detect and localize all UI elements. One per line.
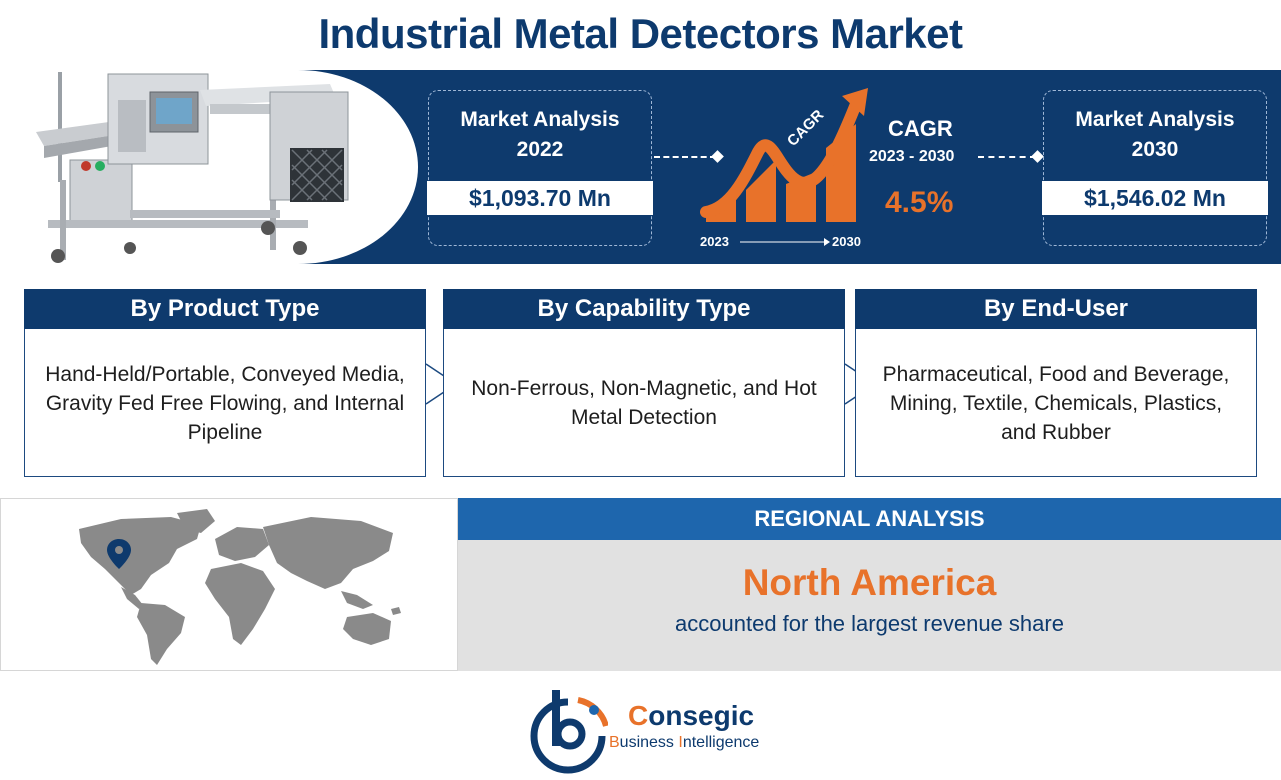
segment-body: Pharmaceutical, Food and Beverage, Minin… [882, 362, 1230, 444]
chart-start-year: 2023 [700, 234, 729, 249]
logo-tagline: Business Intelligence [609, 734, 760, 751]
market-2030-box: Market Analysis 2030 $1,546.02 Mn [1042, 90, 1268, 246]
leading-region: North America [742, 562, 997, 603]
cagr-arrow-label: CAGR [784, 106, 827, 149]
world-map-icon [79, 509, 401, 665]
regional-analysis-header: REGIONAL ANALYSIS [458, 498, 1281, 540]
segment-title: By Product Type [24, 289, 426, 329]
logo-wordmark: Consegic [628, 700, 755, 731]
segment-card-capability-type: By Capability Type Non-Ferrous, Non-Magn… [443, 289, 845, 477]
market-2030-label: Market Analysis 2030 [1075, 108, 1235, 161]
regional-analysis-panel: REGIONAL ANALYSIS North America accounte… [458, 498, 1281, 671]
cagr-value: 4.5% [885, 186, 954, 219]
cagr-title: CAGR [888, 116, 953, 141]
page-title: Industrial Metal Detectors Market [318, 10, 963, 57]
market-2022-box: Market Analysis 2022 $1,093.70 Mn [427, 90, 653, 246]
location-pin-icon [107, 539, 131, 569]
cagr-growth-icon: CAGR 2023 2030 [700, 88, 868, 249]
connector-left [654, 156, 716, 158]
segment-title: By Capability Type [443, 289, 845, 329]
cagr-years: 2023 - 2030 [869, 148, 955, 165]
market-2030-value: $1,546.02 Mn [1042, 181, 1268, 215]
metal-detector-machine-icon [36, 72, 349, 263]
segment-body: Non-Ferrous, Non-Magnetic, and Hot Metal… [471, 377, 817, 429]
market-2022-value: $1,093.70 Mn [427, 181, 653, 215]
market-2022-label: Market Analysis 2022 [460, 108, 620, 161]
consegic-logo-icon [530, 690, 608, 774]
segment-card-end-user: By End-User Pharmaceutical, Food and Bev… [855, 289, 1257, 477]
leading-region-subtitle: accounted for the largest revenue share [675, 611, 1064, 636]
chart-end-year: 2030 [832, 234, 861, 249]
segment-card-product-type: By Product Type Hand-Held/Portable, Conv… [24, 289, 426, 477]
connector-right [978, 156, 1036, 158]
world-map-panel [0, 498, 458, 671]
segment-title: By End-User [855, 289, 1257, 329]
machine-image-area [0, 70, 418, 264]
segment-body: Hand-Held/Portable, Conveyed Media, Grav… [45, 362, 405, 444]
